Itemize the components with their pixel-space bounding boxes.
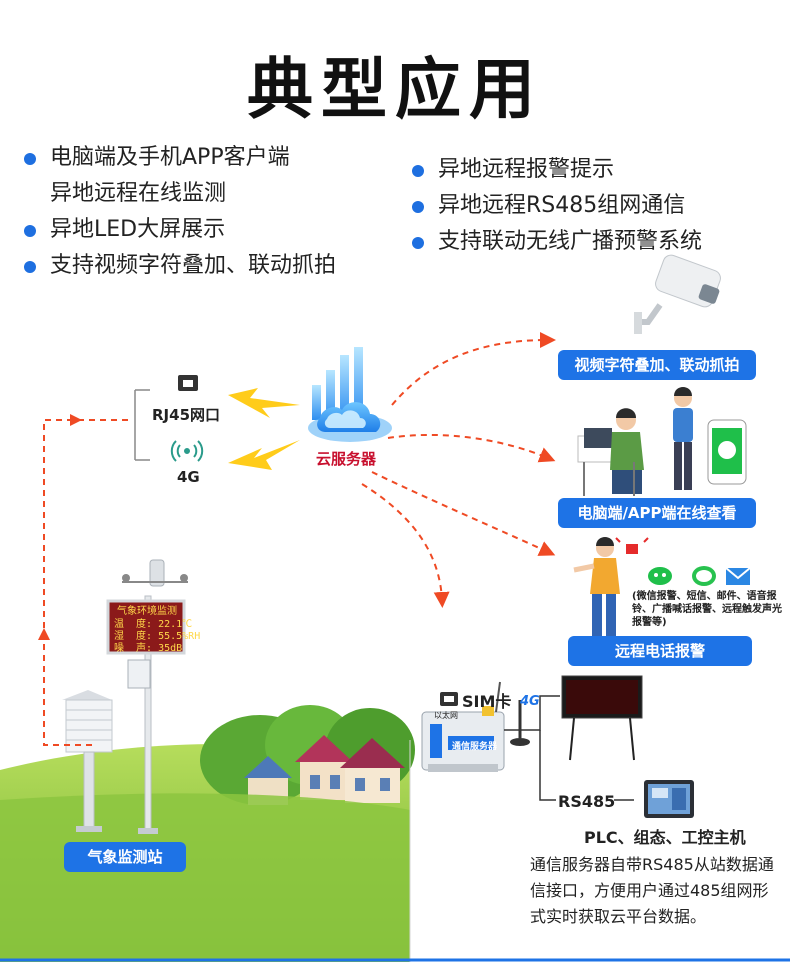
- sim-card-label: SIM卡: [462, 692, 512, 711]
- mail-icon: [725, 567, 751, 585]
- device-link-rs485: [539, 730, 556, 801]
- bullet-dot-icon: [412, 201, 424, 213]
- bullet-dot-icon: [24, 261, 36, 273]
- lightning-bolt-icon: [228, 388, 300, 418]
- weather-station-pill: 气象监测站: [64, 842, 186, 872]
- weather-station-pole: [122, 559, 188, 834]
- bullet-dot-icon: [412, 237, 424, 249]
- feature-item: 异地LED大屏展示: [24, 212, 336, 248]
- feature-item: 异地远程RS485组网通信: [412, 188, 702, 224]
- dashed-link-station: [43, 419, 130, 746]
- station-led-board: [106, 599, 186, 655]
- wechat-icon: [648, 567, 672, 585]
- ethernet-port-icon: [440, 692, 458, 706]
- feature-item: 电脑端及手机APP客户端: [24, 140, 336, 176]
- dashed-link-alarm: [371, 471, 556, 556]
- dashed-link-pc: [387, 433, 556, 463]
- station-led-header: 气象环境监测: [117, 606, 177, 617]
- weather-shelter: [62, 690, 113, 832]
- rs485-description: 通信服务器自带RS485从站数据通信接口，方便用户通过485组网形式实时获取云平…: [530, 855, 774, 926]
- dashed-link-video: [391, 332, 556, 406]
- lightning-bolt-icon: [228, 440, 300, 470]
- feature-item: 异地远程在线监测: [50, 181, 227, 206]
- feature-item: 异地远程报警提示: [412, 152, 702, 188]
- page-title: 典型应用: [247, 51, 543, 128]
- cctv-camera-icon: [634, 254, 721, 334]
- house: [340, 738, 405, 803]
- pc-app-view-pill: 电脑端/APP端在线查看: [558, 498, 756, 528]
- pc-user-illustration: [577, 408, 644, 496]
- video-capture-pill: 视频字符叠加、联动抓拍: [558, 350, 756, 380]
- station-led-row: 湿 度: 55.5%RH: [114, 631, 201, 642]
- bullet-dot-icon: [412, 165, 424, 177]
- industrial-pc: [644, 780, 694, 818]
- plc-host-label: PLC、组态、工控主机: [584, 828, 746, 847]
- rj45-icon: [178, 375, 198, 391]
- station-led-row: 噪 声: 35dB: [114, 643, 183, 654]
- phone-user-illustration: [673, 387, 747, 490]
- alarm-methods-note: (微信报警、短信、邮件、语音报铃、广播喊话报警、远程触发声光报警等): [632, 591, 782, 628]
- cloud-server-label: 云服务器: [316, 450, 377, 468]
- station-led-row: 温 度: 22.1℃: [114, 619, 193, 630]
- phone-alarm-pill: 远程电话报警: [568, 636, 752, 666]
- led-display-screen: [561, 675, 643, 761]
- rs485-label: RS485: [558, 792, 616, 811]
- cloud-server-icon: [308, 347, 392, 442]
- communication-server-device: [421, 681, 530, 772]
- feature-list-right: 异地远程报警提示 异地远程RS485组网通信 支持联动无线广播预警系统: [412, 152, 702, 260]
- dashed-link-device: [361, 483, 450, 608]
- device-brand-label: 通信服务器: [452, 742, 498, 752]
- alarm-person-illustration: [573, 537, 620, 638]
- bullet-dot-icon: [24, 225, 36, 237]
- signal-4g-icon: [170, 440, 204, 462]
- bullet-dot-icon: [24, 153, 36, 165]
- feature-item: 支持联动无线广播预警系统: [412, 224, 702, 260]
- antenna-4g-label: 4G: [520, 694, 540, 709]
- warning-light-icon: [615, 537, 649, 554]
- rj45-label: RJ45网口: [152, 406, 221, 424]
- ethernet-label: 以太网: [434, 711, 458, 720]
- feature-list-left: 电脑端及手机APP客户端 异地远程在线监测 异地LED大屏展示 支持视频字符叠加…: [24, 140, 336, 284]
- device-link-led: [504, 695, 560, 731]
- sms-icon: [692, 566, 716, 586]
- network-4g-label: 4G: [177, 468, 200, 486]
- feature-item: 支持视频字符叠加、联动抓拍: [24, 248, 336, 284]
- house: [295, 735, 353, 800]
